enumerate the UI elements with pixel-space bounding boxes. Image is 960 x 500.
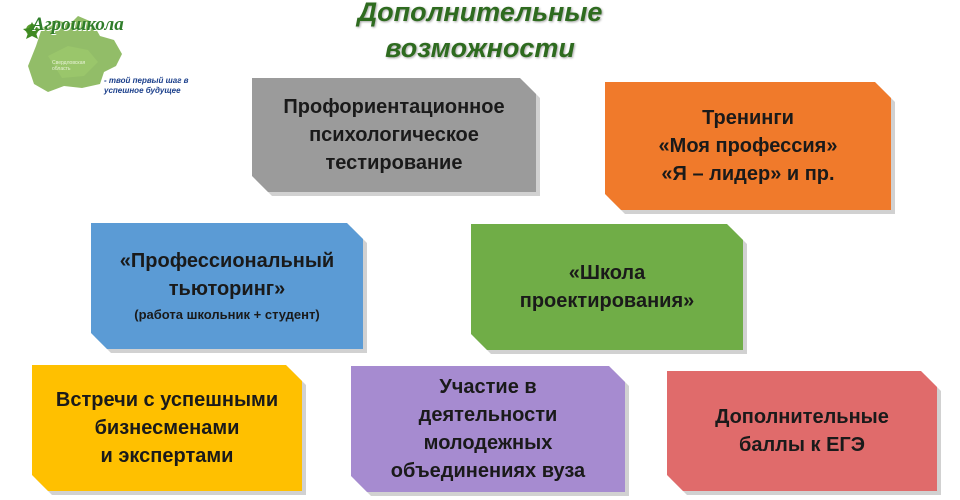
page-title: Дополнительные возможности bbox=[330, 0, 630, 66]
card-line: проектирования» bbox=[519, 290, 695, 312]
card-line: Профориентационное bbox=[283, 96, 505, 118]
card-line: психологическое bbox=[309, 124, 479, 146]
card-line: «Моя профессия» bbox=[658, 135, 838, 157]
card-line: Участие в bbox=[439, 376, 537, 398]
card-line: тьюторинг» bbox=[168, 278, 286, 300]
card-extra-points: Дополнительные баллы к ЕГЭ bbox=[667, 371, 937, 491]
card-meetings: Встречи с успешными бизнесменами и экспе… bbox=[32, 365, 302, 491]
card-career-testing: Профориентационное психологическое тести… bbox=[252, 78, 536, 192]
card-line: «Профессиональный bbox=[119, 250, 335, 272]
card-line: Дополнительные bbox=[715, 406, 889, 428]
card-line: бизнесменами bbox=[94, 417, 240, 439]
logo-region: Свердловская область bbox=[52, 60, 86, 72]
logo: Агрошкола Свердловская область - твой пе… bbox=[18, 6, 198, 98]
card-tutoring: «Профессиональный тьюторинг» (работа шко… bbox=[91, 223, 363, 349]
logo-tagline: - твой первый шаг в успешное будущее bbox=[104, 76, 189, 95]
card-line: деятельности bbox=[418, 404, 558, 426]
card-line: Встречи с успешными bbox=[55, 389, 279, 411]
card-subtext: (работа школьник + студент) bbox=[134, 307, 320, 322]
card-line: молодежных bbox=[423, 432, 553, 454]
card-project-school: «Школа проектирования» bbox=[471, 224, 743, 350]
card-line: «Я – лидер» и пр. bbox=[661, 163, 835, 185]
logo-name: Агрошкола bbox=[32, 14, 124, 35]
title-line-2: возможности bbox=[385, 33, 575, 63]
card-line: тестирование bbox=[325, 152, 463, 174]
title-line-1: Дополнительные bbox=[357, 0, 603, 27]
card-line: «Школа bbox=[568, 262, 646, 284]
region-map-icon bbox=[23, 16, 122, 92]
card-line: и экспертами bbox=[100, 445, 234, 467]
card-trainings: Тренинги «Моя профессия» «Я – лидер» и п… bbox=[605, 82, 891, 210]
card-youth-associations: Участие в деятельности молодежных объеди… bbox=[351, 366, 625, 492]
card-line: объединениях вуза bbox=[390, 460, 586, 482]
card-line: баллы к ЕГЭ bbox=[739, 434, 865, 456]
card-line: Тренинги bbox=[702, 107, 794, 129]
